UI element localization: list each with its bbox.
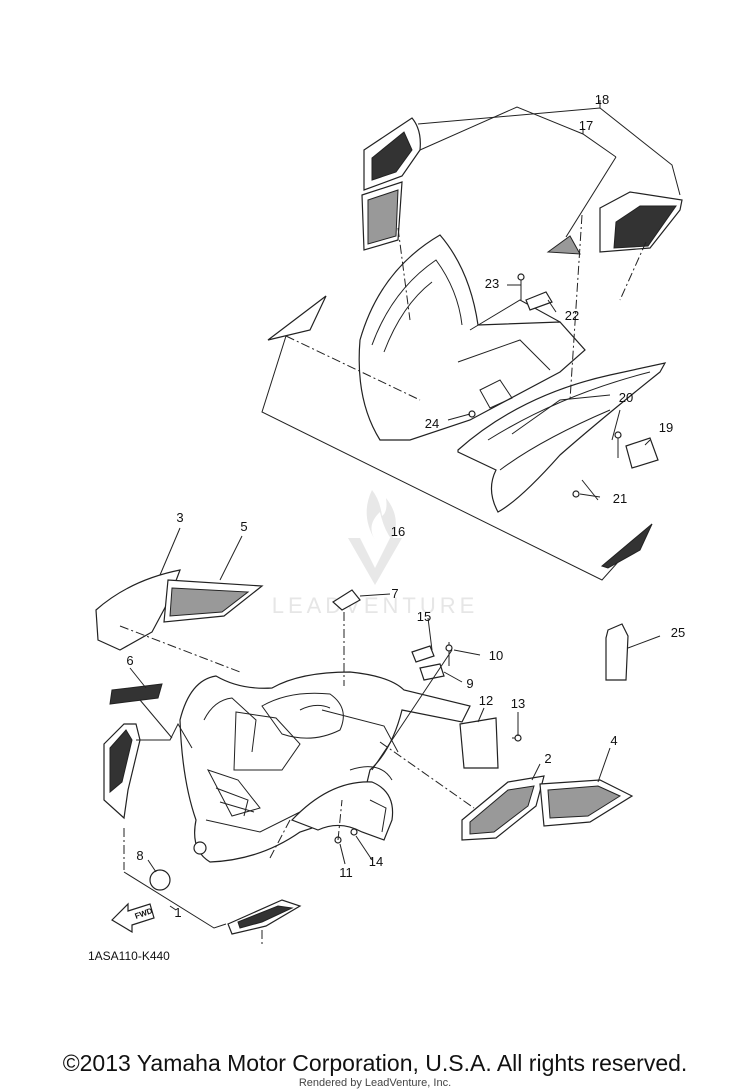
callout-9: 9 — [466, 676, 473, 691]
callout-3: 3 — [176, 510, 183, 525]
callout-24: 24 — [425, 416, 439, 431]
callout-numbers: 1 2 3 4 5 6 7 8 9 10 11 12 13 14 15 16 1… — [126, 92, 685, 920]
callout-23: 23 — [485, 276, 499, 291]
callout-11: 11 — [339, 865, 353, 880]
watermark-text: LEADVENTURE — [272, 593, 479, 618]
callout-22: 22 — [565, 308, 579, 323]
callout-15: 15 — [417, 609, 431, 624]
callout-13: 13 — [511, 696, 525, 711]
callout-16: 16 — [391, 524, 405, 539]
diagram-ref-code: 1ASA110-K440 — [88, 949, 170, 963]
callout-14: 14 — [369, 854, 383, 869]
callout-5: 5 — [240, 519, 247, 534]
copyright-notice: ©2013 Yamaha Motor Corporation, U.S.A. A… — [62, 1050, 688, 1076]
callout-7: 7 — [391, 586, 398, 601]
rear-fender-assembly — [261, 100, 683, 581]
callout-21: 21 — [613, 491, 627, 506]
callout-8: 8 — [136, 848, 143, 863]
fwd-arrow — [111, 902, 155, 934]
callout-19: 19 — [659, 420, 673, 435]
leadventure-watermark: LEADVENTURE — [272, 490, 479, 618]
front-fender-assembly: FWD — [95, 527, 661, 944]
callout-12: 12 — [479, 693, 493, 708]
callout-25: 25 — [671, 625, 685, 640]
callout-6: 6 — [126, 653, 133, 668]
callout-4: 4 — [610, 733, 617, 748]
rendered-by-notice: Rendered by LeadVenture, Inc. — [298, 1077, 452, 1089]
callout-1: 1 — [174, 905, 181, 920]
callout-2: 2 — [544, 751, 551, 766]
callout-20: 20 — [619, 390, 633, 405]
callout-18: 18 — [595, 92, 609, 107]
callout-10: 10 — [489, 648, 503, 663]
callout-17: 17 — [579, 118, 593, 133]
